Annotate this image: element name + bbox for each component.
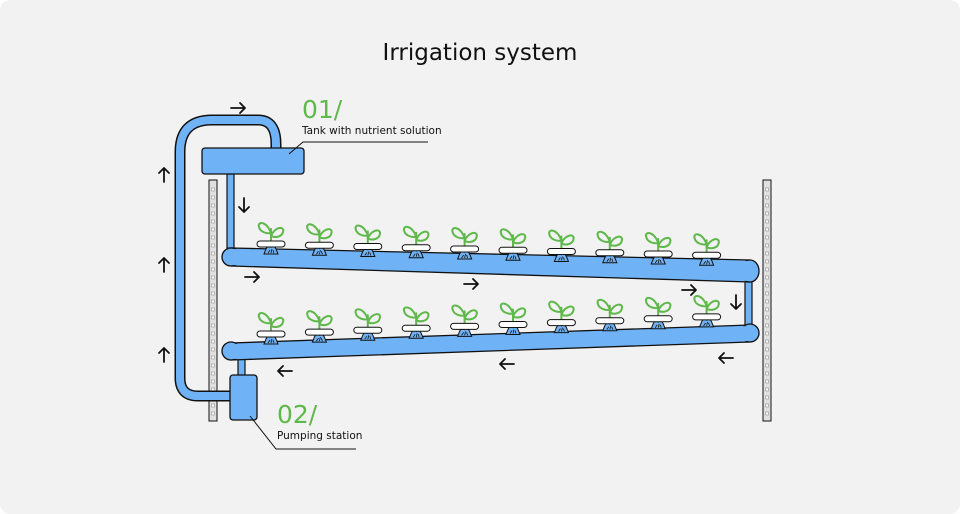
- plant: [256, 222, 286, 255]
- arrow-left-icon: [718, 352, 734, 364]
- arrow-right-icon: [230, 102, 246, 114]
- plant: [256, 312, 286, 345]
- plant: [353, 224, 383, 257]
- pump-number: 02/: [277, 400, 318, 429]
- arrow-up-icon: [158, 257, 170, 273]
- arrow-left-icon: [499, 358, 515, 370]
- plant: [498, 228, 528, 261]
- pumping-station: [229, 374, 258, 421]
- tank: [201, 147, 305, 175]
- plant: [595, 298, 625, 332]
- plant: [595, 230, 625, 264]
- plant: [353, 308, 383, 341]
- arrow-right-icon: [244, 271, 260, 283]
- arrow-down-icon: [730, 294, 742, 310]
- plant: [401, 225, 431, 259]
- return-pipe: [174, 114, 282, 402]
- arrow-left-icon: [277, 365, 293, 377]
- tank-leader-line: [288, 141, 428, 155]
- drop-pipe: [226, 173, 235, 249]
- plant: [643, 296, 673, 330]
- arrow-right-icon: [463, 278, 479, 290]
- plant: [401, 306, 431, 339]
- plant: [692, 295, 722, 328]
- left-rail: [208, 179, 218, 422]
- right-rail: [762, 179, 772, 422]
- arrow-up-icon: [158, 347, 170, 363]
- plant: [546, 229, 576, 262]
- plant: [498, 302, 528, 335]
- pump-label: Pumping station: [277, 430, 363, 442]
- tank-label: Tank with nutrient solution: [302, 125, 442, 137]
- arrow-right-icon: [681, 284, 697, 296]
- plant: [304, 310, 334, 343]
- plant: [546, 300, 576, 334]
- upper-channel: [221, 247, 760, 283]
- tank-number: 01/: [302, 95, 343, 124]
- plant: [692, 233, 722, 266]
- lower-channel: [221, 323, 760, 361]
- arrow-up-icon: [158, 167, 170, 183]
- plant: [304, 223, 334, 256]
- upper-plants: [256, 222, 722, 266]
- arrow-down-icon: [238, 197, 250, 213]
- plant: [643, 232, 673, 265]
- plant: [450, 227, 480, 260]
- lower-plants: [256, 295, 722, 345]
- pump-leader-line: [249, 415, 356, 450]
- plant: [450, 304, 480, 337]
- diagram-title: Irrigation system: [382, 40, 578, 66]
